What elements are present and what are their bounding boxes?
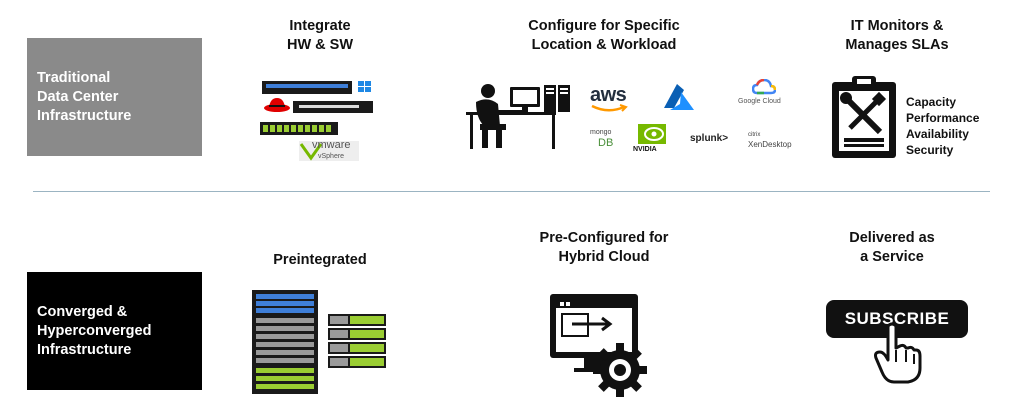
splunk-logo: splunk> bbox=[690, 133, 728, 144]
traditional-label-line-2: Data Center bbox=[37, 88, 119, 105]
sla-item-security: Security bbox=[906, 143, 954, 157]
google-cloud-logo: Google Cloud bbox=[738, 98, 781, 105]
google-cloud-logo-icon bbox=[752, 79, 776, 95]
nvidia-logo: NVIDIA bbox=[633, 146, 657, 153]
converged-infrastructure-box: Converged & Hyperconverged Infrastructur… bbox=[27, 272, 202, 390]
azure-logo-icon bbox=[664, 84, 694, 110]
preconfigured-heading-line-2: Hybrid Cloud bbox=[558, 249, 650, 265]
integrate-heading: Integrate HW & SW bbox=[240, 17, 400, 55]
aws-text: aws bbox=[590, 84, 627, 106]
subscribe-label: SUBSCRIBE bbox=[844, 309, 950, 328]
converged-label-line-3: Infrastructure bbox=[37, 341, 132, 358]
monitors-heading-line-2: Manages SLAs bbox=[845, 37, 949, 53]
nvidia-logo-icon bbox=[638, 124, 666, 144]
sla-item-capacity: Capacity bbox=[906, 95, 957, 109]
server-rack-icon bbox=[252, 290, 386, 394]
clipboard-tools-icon bbox=[832, 76, 896, 158]
converged-label-line-2: Hyperconverged bbox=[37, 322, 152, 339]
vmware-logo: vmware vSphere bbox=[312, 140, 351, 162]
service-heading-line-1: Delivered as bbox=[849, 230, 935, 246]
monitor-gear-icon bbox=[550, 294, 647, 397]
sla-item-performance: Performance bbox=[906, 111, 980, 125]
converged-label-line-1: Converged & bbox=[37, 303, 128, 320]
nvidia-text: NVIDIA bbox=[633, 146, 657, 153]
vmware-text: vmware bbox=[312, 139, 351, 151]
mongodb-top-text: mongo bbox=[590, 129, 612, 136]
redhat-logo-icon bbox=[264, 98, 290, 112]
citrix-bottom-text: XenDesktop bbox=[748, 140, 792, 149]
integrate-heading-line-1: Integrate bbox=[289, 18, 351, 34]
service-heading: Delivered as a Service bbox=[812, 229, 972, 267]
aws-smile-icon bbox=[591, 104, 628, 112]
preconfigured-heading: Pre-Configured for Hybrid Cloud bbox=[514, 229, 694, 267]
traditional-infrastructure-box: Traditional Data Center Infrastructure bbox=[27, 38, 202, 156]
vsphere-text: vSphere bbox=[318, 153, 345, 160]
preconfigured-heading-line-1: Pre-Configured for bbox=[539, 230, 669, 246]
mongodb-logo: mongo DB bbox=[590, 128, 614, 149]
sla-item-availability: Availability bbox=[906, 127, 969, 141]
section-divider bbox=[33, 191, 990, 192]
citrix-top-text: citrix bbox=[748, 132, 761, 138]
monitors-heading-line-1: IT Monitors & bbox=[850, 18, 944, 34]
hardware-software-icon bbox=[260, 81, 373, 161]
mongodb-bottom-text: DB bbox=[598, 137, 614, 149]
service-heading-line-2: a Service bbox=[860, 249, 924, 265]
hand-pointer-icon bbox=[874, 322, 922, 384]
workstation-user-icon bbox=[466, 84, 570, 149]
citrix-logo: citrix XenDesktop bbox=[748, 131, 792, 149]
traditional-label-line-1: Traditional bbox=[37, 69, 111, 86]
google-cloud-text: Google Cloud bbox=[738, 98, 781, 105]
traditional-label-line-3: Infrastructure bbox=[37, 107, 132, 124]
aws-logo: aws bbox=[590, 84, 627, 107]
windows-logo-icon bbox=[358, 81, 371, 92]
configure-heading-line-2: Location & Workload bbox=[531, 37, 677, 53]
preintegrated-heading: Preintegrated bbox=[240, 251, 400, 270]
configure-heading: Configure for Specific Location & Worklo… bbox=[494, 17, 714, 55]
integrate-heading-line-2: HW & SW bbox=[286, 37, 354, 53]
configure-heading-line-1: Configure for Specific bbox=[528, 18, 680, 34]
splunk-text: splunk> bbox=[690, 133, 729, 144]
preintegrated-heading-line-1: Preintegrated bbox=[273, 252, 367, 268]
sla-list: Capacity Performance Availability Securi… bbox=[906, 94, 979, 158]
monitors-heading: IT Monitors & Manages SLAs bbox=[812, 17, 982, 55]
